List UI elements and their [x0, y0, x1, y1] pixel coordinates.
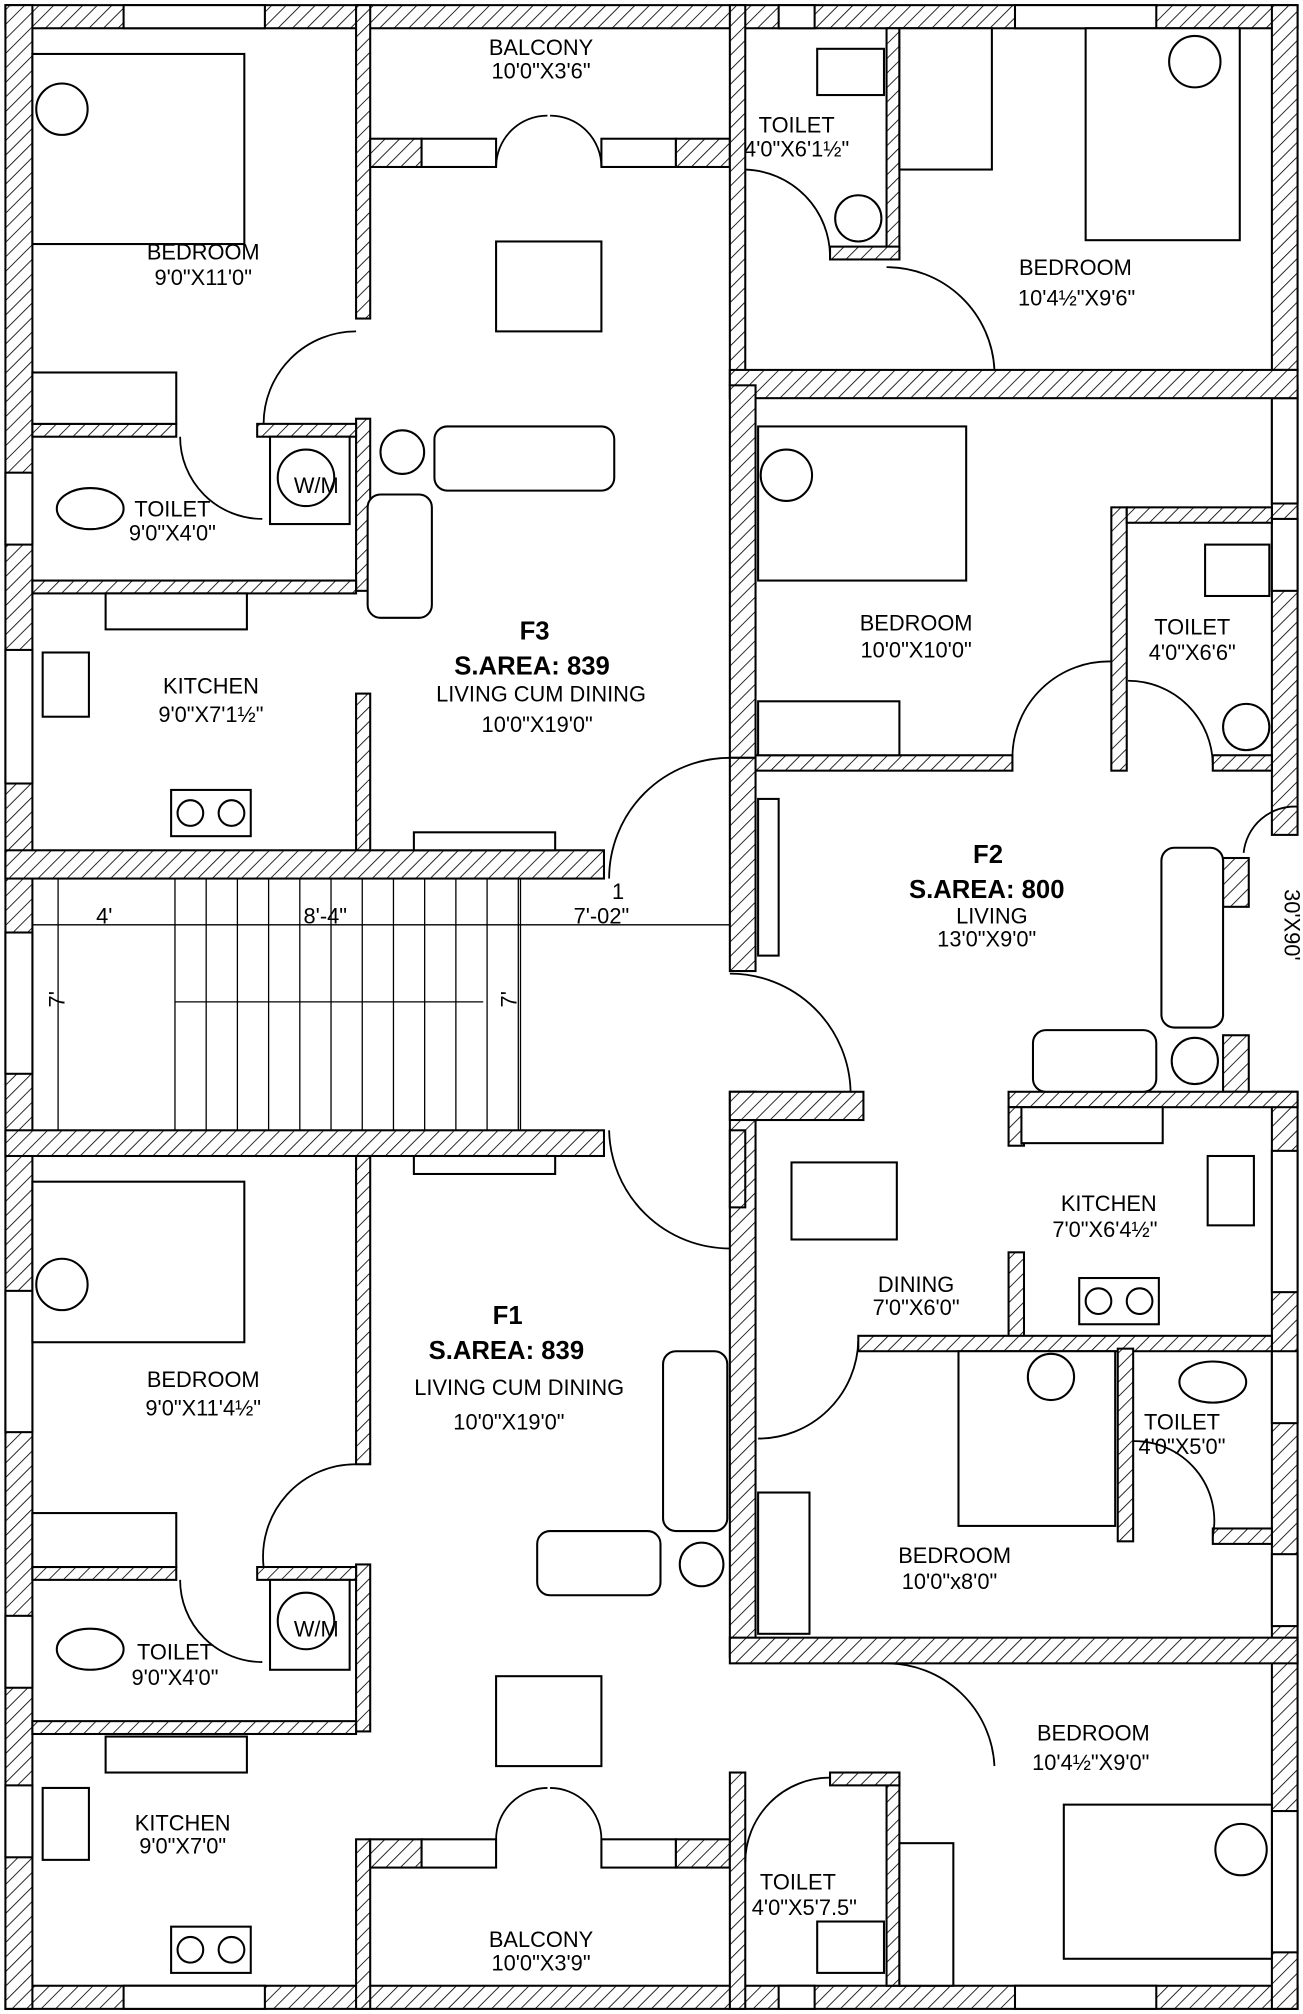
tv-icon: [412, 831, 557, 852]
f2-living-label: LIVING: [956, 904, 1028, 929]
washbasin-icon: [1222, 702, 1271, 752]
f1-bedroom-size: 9'0"X11'4½": [145, 1395, 261, 1420]
f3-living-size: 10'0"X19'0": [482, 712, 593, 737]
f2-toilet-size: 4'0"X6'6": [1149, 640, 1236, 665]
f1-bedroom2-label: BEDROOM: [1037, 1720, 1150, 1745]
f1-area: S.AREA: 839: [429, 1337, 585, 1365]
washbasin-icon: [834, 194, 883, 243]
wardrobe-icon: [757, 1491, 811, 1635]
f1-living-size: 10'0"X19'0": [453, 1410, 564, 1435]
f1-balcony-size: 10'0"X3'9": [491, 1950, 590, 1975]
wardrobe-icon: [31, 1512, 178, 1569]
toilet-icon: [816, 47, 886, 97]
counter-icon: [1020, 1106, 1164, 1145]
toilet-icon: [1178, 1360, 1248, 1404]
f3-kitchen-size: 9'0"X7'1½": [158, 702, 263, 727]
washer-label-f1: W/M: [294, 1616, 339, 1641]
f1-toilet-size: 9'0"X4'0": [131, 1665, 218, 1690]
f3-kitchen-label: KITCHEN: [163, 674, 259, 699]
f3-toilet2-label: TOILET: [759, 112, 835, 137]
f3-bedroom-size: 9'0"X11'0": [154, 265, 251, 290]
dining-table-icon: [790, 1161, 898, 1241]
f2-dining-label: DINING: [878, 1272, 954, 1297]
sink-icon: [41, 1786, 90, 1861]
f3-bedroom2-label: BEDROOM: [1019, 255, 1132, 280]
counter-icon: [104, 1735, 248, 1774]
f2-bedroom-size: 10'0"X10'0": [860, 638, 971, 663]
wardrobe-icon: [898, 1842, 955, 1987]
sofa-icon: [662, 1350, 729, 1533]
f1-bedroom-label: BEDROOM: [147, 1367, 260, 1392]
f1-living-label: LIVING CUM DINING: [414, 1375, 624, 1400]
f1-kitchen-label: KITCHEN: [135, 1810, 231, 1835]
f2-bedroom2-size: 10'0"x8'0": [902, 1569, 997, 1594]
f2-toilet2-size: 4'0"X5'0": [1138, 1434, 1225, 1459]
dining-table-icon: [495, 240, 603, 333]
toilet-icon: [1204, 543, 1271, 598]
dining-table-icon: [495, 1675, 603, 1768]
tv-icon: [757, 797, 780, 957]
f1-balcony-label: BALCONY: [489, 1927, 594, 1952]
bed-icon: [31, 52, 246, 246]
f1-toilet2-label: TOILET: [760, 1869, 836, 1894]
wardrobe-icon: [898, 27, 993, 171]
staircase: 4' 8'-4" 1 7'-02" 7' 7': [32, 878, 730, 1131]
tv-icon: [412, 1154, 557, 1176]
stair-height-left: 7': [45, 991, 70, 1007]
f3-living-label: LIVING CUM DINING: [436, 681, 646, 706]
f1-toilet2-size: 4'0"X5'7.5": [752, 1895, 857, 1920]
plot-size-label: 30'X90': [1280, 889, 1303, 960]
sofa-icon: [433, 425, 616, 492]
stair-dim-right: 7'-02": [574, 904, 630, 929]
f2-living-size: 13'0"X9'0": [937, 927, 1036, 952]
f3-area: S.AREA: 839: [454, 652, 610, 680]
f3-toilet-label: TOILET: [134, 496, 210, 521]
stair-dim-right-num: 1: [612, 879, 624, 904]
furniture: W/M: [31, 27, 1273, 1987]
f3-flat-name: F3: [520, 618, 550, 646]
f3-toilet2-size: 4'0"X6'1½": [744, 137, 849, 162]
side-table-icon: [678, 1541, 725, 1588]
counter-icon: [104, 592, 248, 631]
f3-bedroom2-size: 10'4½"X9'6": [1018, 286, 1135, 311]
f2-bedroom-label: BEDROOM: [860, 611, 973, 636]
room-labels: BALCONY 10'0"X3'6" BEDROOM 9'0"X11'0" TO…: [129, 35, 1303, 1975]
stair-dim-mid: 8'-4": [304, 904, 347, 929]
sofa-icon: [366, 493, 433, 619]
f1-flat-name: F1: [493, 1302, 523, 1330]
sink-icon: [1206, 1154, 1255, 1227]
f2-toilet-label: TOILET: [1154, 615, 1230, 640]
f2-kitchen-size: 7'0"X6'4½": [1052, 1217, 1157, 1242]
f2-flat-name: F2: [973, 841, 1003, 869]
stair-dim-left: 4': [96, 904, 112, 929]
wardrobe-icon: [757, 700, 901, 757]
toilet-icon: [816, 1920, 886, 1974]
f2-bedroom2-label: BEDROOM: [898, 1543, 1011, 1568]
f2-toilet2-label: TOILET: [1144, 1410, 1220, 1435]
f3-bedroom-label: BEDROOM: [147, 239, 260, 264]
wardrobe-icon: [31, 371, 178, 425]
sofa-icon: [536, 1530, 662, 1597]
f2-kitchen-label: KITCHEN: [1061, 1191, 1157, 1216]
f1-bedroom2-size: 10'4½"X9'0": [1032, 1750, 1149, 1775]
toilet-icon: [55, 487, 125, 531]
washer-label-f3: W/M: [294, 473, 339, 498]
f3-balcony-label: BALCONY: [489, 35, 594, 60]
f3-toilet-size: 9'0"X4'0": [129, 521, 216, 546]
sink-icon: [41, 651, 90, 718]
doors: [179, 114, 1298, 1863]
f2-area: S.AREA: 800: [909, 876, 1065, 904]
f1-kitchen-size: 9'0"X7'0": [139, 1833, 226, 1858]
side-table-icon: [1170, 1036, 1219, 1086]
sofa-icon: [1160, 846, 1225, 1029]
stair-height-right: 7': [497, 991, 522, 1007]
f1-toilet-label: TOILET: [137, 1639, 213, 1664]
f2-dining-size: 7'0"X6'0": [873, 1295, 960, 1320]
side-table-icon: [379, 429, 426, 475]
sofa-icon: [1031, 1029, 1158, 1093]
walls: [4, 4, 1299, 2010]
toilet-icon: [55, 1627, 125, 1671]
f3-balcony-size: 10'0"X3'6": [491, 58, 590, 83]
pillow-icon: [35, 82, 89, 136]
